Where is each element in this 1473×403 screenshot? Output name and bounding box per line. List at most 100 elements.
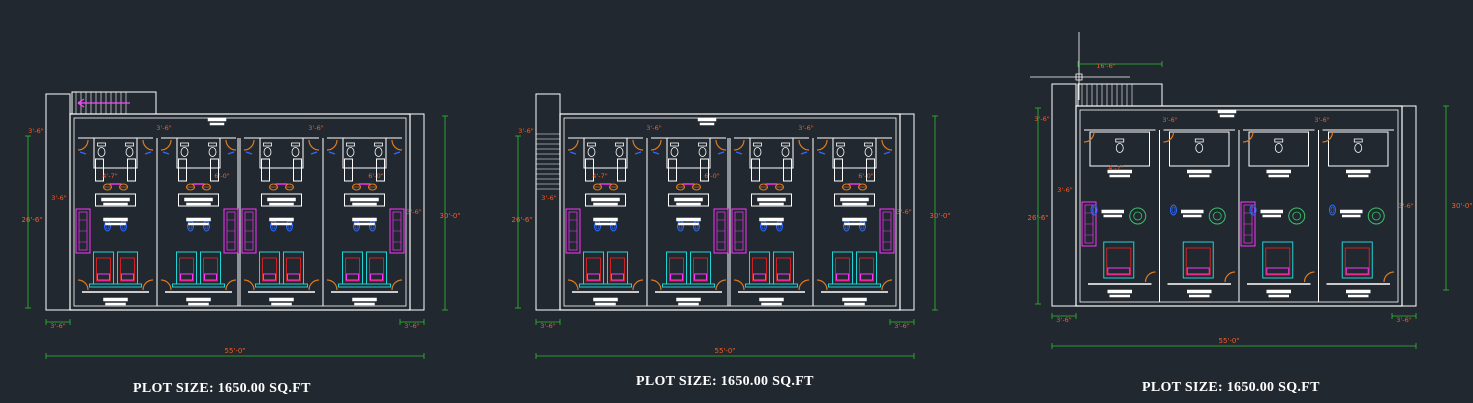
toilet-tank bbox=[125, 142, 134, 147]
floor-plan-1: 55'-0"30'-0"26'-6"3'-6"3'-6"3'-6"3'-6"3'… bbox=[21, 91, 461, 359]
apartment-unit bbox=[650, 137, 729, 306]
crosshair-cursor bbox=[1075, 73, 1083, 81]
toilet-fixture bbox=[1195, 143, 1204, 153]
dimension-text: 3'-6" bbox=[1396, 316, 1411, 324]
bed-mattress bbox=[262, 257, 277, 282]
bed-frame bbox=[1341, 241, 1373, 279]
toilet-tank bbox=[1194, 138, 1204, 143]
toilet-tank bbox=[753, 142, 762, 147]
toilet-tank bbox=[587, 142, 596, 147]
bed-pillows bbox=[1107, 267, 1131, 275]
apartment-unit bbox=[565, 137, 644, 306]
sofa bbox=[879, 208, 895, 254]
door-swing bbox=[798, 139, 810, 151]
chair-icon bbox=[1170, 204, 1177, 216]
bed-mattress bbox=[203, 257, 218, 282]
dimension-text: 6'-0" bbox=[858, 172, 873, 180]
chair-icon bbox=[760, 220, 767, 232]
bed-rail bbox=[89, 283, 142, 288]
bed-frame bbox=[1182, 241, 1214, 279]
chair-icon bbox=[353, 220, 360, 232]
dimension-text: 26'-6" bbox=[1027, 214, 1048, 222]
dimension-text: 3'-6" bbox=[896, 208, 911, 216]
chair-icon bbox=[1249, 204, 1257, 216]
partition bbox=[783, 158, 792, 182]
room-label-plate bbox=[186, 202, 211, 206]
chair-icon bbox=[286, 220, 293, 232]
chair-icon bbox=[120, 220, 127, 232]
counter bbox=[585, 193, 626, 207]
partition bbox=[293, 158, 302, 182]
dimension-text: 3'-6" bbox=[156, 124, 171, 132]
bed-pillows bbox=[777, 273, 790, 281]
dimension-text: 55'-0" bbox=[714, 347, 735, 355]
window-mark bbox=[393, 151, 401, 155]
room-label-plate bbox=[1340, 209, 1363, 214]
dimension-text: 4'-7" bbox=[592, 172, 607, 180]
bed-mattress bbox=[1265, 247, 1291, 276]
toilet-tank bbox=[670, 142, 679, 147]
window-mark bbox=[144, 151, 152, 155]
room-label-plate bbox=[757, 197, 786, 202]
room-label-plate bbox=[103, 217, 128, 222]
room-label-plate bbox=[759, 217, 784, 222]
chair-icon bbox=[369, 220, 376, 232]
plan-2-caption: PLOT SIZE: 1650.00 SQ.FT bbox=[636, 374, 814, 389]
partition bbox=[700, 158, 709, 182]
room-label-plate bbox=[676, 217, 701, 222]
bed-rail bbox=[172, 283, 225, 288]
toilet-tank bbox=[291, 142, 300, 147]
stair-arrow bbox=[77, 98, 85, 108]
room-label-plate bbox=[184, 197, 213, 202]
door-swing bbox=[77, 279, 89, 291]
room-label-plate bbox=[1107, 289, 1132, 294]
room-label-plate bbox=[267, 197, 296, 202]
door-swing bbox=[798, 279, 810, 291]
bed-mattress bbox=[752, 257, 767, 282]
bathroom-walls bbox=[1328, 131, 1389, 167]
toilet-tank bbox=[1115, 138, 1125, 143]
bed-mattress bbox=[286, 257, 301, 282]
chair-icon bbox=[270, 220, 277, 232]
apartment-unit bbox=[731, 137, 810, 306]
toilet-tank bbox=[1353, 138, 1363, 143]
bed-mattress bbox=[120, 257, 135, 282]
room-label-plate bbox=[352, 217, 377, 222]
dimension-text: 3'-6" bbox=[1034, 115, 1049, 123]
bed-pillows bbox=[1266, 267, 1290, 275]
apartment-unit bbox=[241, 137, 320, 306]
room-label-plate bbox=[271, 222, 292, 226]
plant-icon bbox=[1133, 211, 1143, 221]
door-swing bbox=[326, 279, 338, 291]
sofa bbox=[241, 208, 257, 254]
toilet-fixture bbox=[208, 147, 217, 157]
partition bbox=[866, 158, 875, 182]
partition bbox=[617, 158, 626, 182]
bed-mattress bbox=[859, 257, 874, 282]
room-label-plate bbox=[354, 302, 375, 306]
apartment-unit bbox=[1322, 129, 1395, 298]
room-label-plate bbox=[269, 297, 294, 302]
door-swing bbox=[881, 279, 893, 291]
bed-pillows bbox=[263, 273, 276, 281]
bed-pillows bbox=[287, 273, 300, 281]
door-swing bbox=[391, 139, 403, 151]
bathroom-walls bbox=[749, 137, 794, 169]
window-mark bbox=[735, 151, 743, 155]
sofa bbox=[731, 208, 747, 254]
dimension-text: 30'-0" bbox=[1451, 202, 1472, 210]
room-label-plate bbox=[1348, 174, 1369, 178]
toilet-tank bbox=[615, 142, 624, 147]
dimension-text: 3'-6" bbox=[540, 322, 555, 330]
toilet-fixture bbox=[374, 147, 383, 157]
door-swing bbox=[733, 139, 745, 151]
dimension-text: 3'-6" bbox=[50, 322, 65, 330]
room-label-plate bbox=[1189, 174, 1210, 178]
dimension-text: 30'-0" bbox=[439, 212, 460, 220]
sofa bbox=[1240, 201, 1256, 247]
toilet-tank bbox=[180, 142, 189, 147]
room-label-plate bbox=[1217, 109, 1237, 114]
right-wall bbox=[1401, 105, 1417, 307]
room-label-plate bbox=[761, 222, 782, 226]
door-swing bbox=[142, 279, 154, 291]
